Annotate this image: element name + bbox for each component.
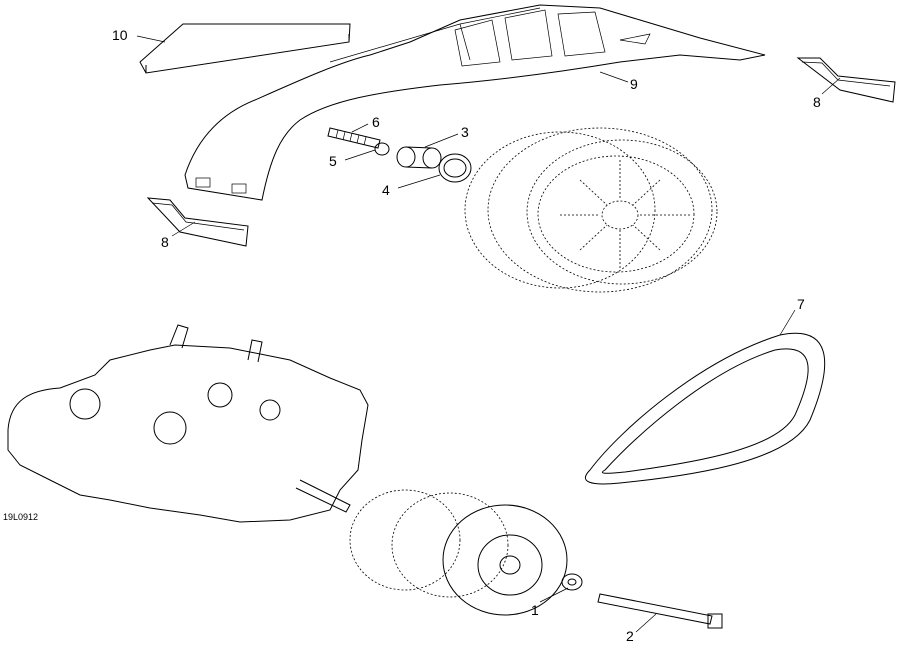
bolt-part [327, 127, 381, 149]
callout-8-left: 8 [161, 234, 169, 250]
belt-guard-part [184, 4, 766, 201]
callout-10: 10 [112, 27, 128, 43]
callout-6: 6 [372, 114, 380, 130]
callout-2: 2 [626, 628, 634, 644]
belt-guard-strip-right-part [796, 57, 896, 103]
mesh-pad-part [139, 23, 351, 74]
engine-part [7, 324, 369, 523]
callout-1: 1 [531, 602, 539, 618]
reference-code: 19L0912 [3, 512, 38, 522]
ring-part [438, 153, 472, 183]
driven-pulley-part [464, 127, 718, 293]
bushing-part [396, 146, 442, 169]
callout-9: 9 [630, 76, 638, 92]
callout-8-right: 8 [813, 94, 821, 110]
drive-pulley-part [349, 489, 568, 616]
callout-4: 4 [382, 182, 390, 198]
callout-3: 3 [461, 124, 469, 140]
callout-7: 7 [797, 296, 805, 312]
drive-washer-part [561, 573, 583, 591]
drive-belt-part [584, 332, 826, 485]
long-bolt-part [597, 593, 723, 629]
belt-guard-strip-left-part [146, 197, 249, 247]
leader-lines [136, 35, 841, 633]
washer-part [374, 142, 390, 156]
callout-5: 5 [329, 153, 337, 169]
